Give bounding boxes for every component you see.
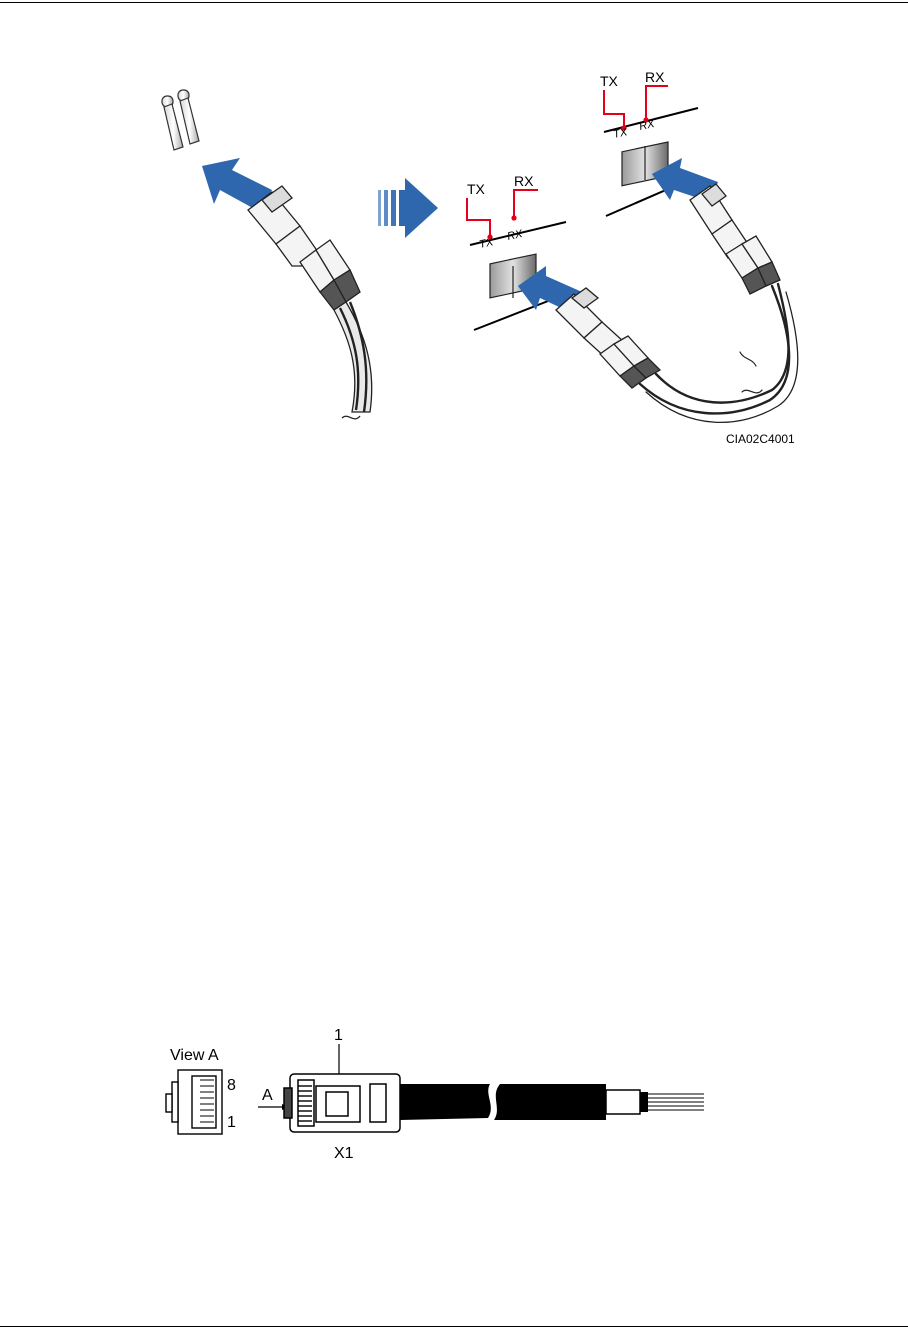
- rx-port-label-upper: RX: [638, 118, 656, 133]
- network-cable-figure: View A 8 1 A 1 X1: [0, 1020, 908, 1170]
- lc-connector-lower: [556, 288, 660, 388]
- pin-1-label: 1: [227, 1114, 236, 1131]
- arrow-a-label: A: [262, 1087, 273, 1104]
- next-step-arrow-icon: [378, 178, 438, 238]
- lc-connector-right: [690, 184, 780, 294]
- rx-port-label-lower: RX: [506, 228, 524, 243]
- port-panel-lower: [467, 190, 566, 330]
- tx-label-lower: TX: [467, 181, 486, 197]
- view-a-label: View A: [170, 1047, 219, 1064]
- callout-1-label: 1: [334, 1027, 343, 1044]
- tx-port-label-lower: TX: [478, 236, 495, 251]
- figure-code: CIA02C4001: [726, 432, 795, 446]
- tx-label-upper: TX: [600, 73, 619, 89]
- header-rule: [0, 2, 908, 3]
- rj45-connector-x1: [284, 1074, 400, 1132]
- fiber-connection-figure: TX RX TX RX TX RX TX RX: [0, 40, 908, 460]
- fiber-connection-svg: TX RX TX RX TX RX TX RX: [0, 40, 908, 460]
- network-cable-svg: View A 8 1 A 1 X1: [0, 1020, 908, 1170]
- port-panel-upper: [604, 86, 698, 216]
- patch-cord-cable: [640, 284, 798, 422]
- pin-8-label: 8: [227, 1077, 236, 1094]
- rx-label-lower: RX: [514, 173, 534, 189]
- x1-label: X1: [334, 1145, 354, 1162]
- rx-label-upper: RX: [645, 69, 665, 85]
- footer-rule: [0, 1326, 908, 1327]
- dust-cap-icon: [162, 90, 199, 150]
- network-cable-body: [400, 1084, 704, 1120]
- view-a-face-icon: [166, 1070, 222, 1134]
- lc-connector-left: [248, 186, 372, 419]
